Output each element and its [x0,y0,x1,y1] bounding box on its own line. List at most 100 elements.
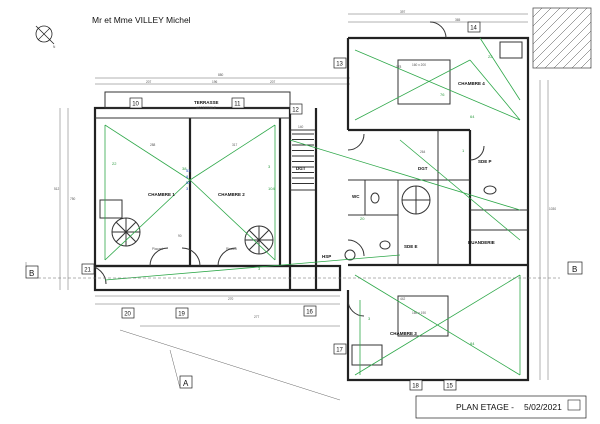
north-arrow-icon: N [35,25,56,49]
callout-17: 17 [333,343,347,355]
dim-1030: 1030 [549,207,556,211]
dim-90: 90 [178,234,182,238]
green-survey-lines [104,37,521,376]
svg-text:N: N [53,45,56,49]
room-chambre-1: CHAMBRE 1 [148,192,175,197]
green-label: 22 [112,161,117,166]
room-placard-2: Placard [226,247,237,251]
green-label: 3 [258,266,261,271]
green-label: 22 [488,54,493,59]
walls-right-block [344,36,530,382]
callout-number: 16 [306,310,313,316]
callout-13: 13 [333,57,347,69]
dim-196: 196 [212,80,218,84]
callout-number: 10 [132,102,139,108]
plan-date: 5/02/2021 [524,402,562,412]
callout-18: 18 [409,379,423,391]
blue-label: 8 [186,174,189,179]
room-placard-1: Placard [152,247,163,251]
spiral-stair-left [111,217,141,247]
callout-number: 18 [412,384,419,390]
section-b-left: B [29,269,34,278]
dim-880: 880 [218,73,224,77]
green-labels: 22 38 3 104 20 76 64 22 1 3 84 3 [112,54,493,346]
dim-207b: 207 [270,80,276,84]
callout-16: 16 [303,305,317,317]
dim-750: 750 [70,197,76,201]
blue-label: 52 [186,180,191,185]
room-terrasse: TERRASSE [194,100,219,105]
callout-20: 20 [121,307,135,319]
room-buanderie: BUANDERIE [468,240,495,245]
hatch-line [562,39,592,69]
dim-317: 317 [232,143,238,147]
callout-11: 11 [231,97,245,109]
green-label: 104 [268,186,275,191]
dim-178: 178 [396,65,402,69]
dim-397: 397 [400,10,406,14]
hatch-line [580,57,592,69]
callout-14: 14 [467,21,481,33]
room-hsp: HSP [322,254,331,259]
green-label: 38 [182,166,187,171]
hatch-line [535,12,592,69]
room-chambre-3: CHAMBRE 3 [390,331,417,336]
callout-12: 12 [289,103,303,115]
callout-21: 21 [81,263,95,275]
callout-number: 12 [292,108,299,114]
dim-442: 442 [400,297,406,301]
blue-label: 53 [186,168,191,173]
room-chambre-2: CHAMBRE 2 [218,192,245,197]
callout-number: 20 [124,312,131,318]
photo-callouts: 10 11 12 13 14 15 16 17 18 19 20 21 [81,21,481,391]
hatch-line [532,7,570,45]
bed-ch3: 160 x 190 [412,311,426,315]
callout-15: 15 [443,379,457,391]
dim-207: 207 [146,80,152,84]
callout-number: 19 [178,312,185,318]
callout-number: 14 [470,26,477,32]
callout-19: 19 [175,307,189,319]
green-label: 3 [368,316,371,321]
room-chambre-4: CHAMBRE 4 [458,81,485,86]
blue-label: 3 [186,186,189,191]
hatch-line [532,7,552,27]
room-dgt-2: DGT [296,166,306,171]
dim-365: 365 [455,18,461,22]
title-block: PLAN ETAGE - 5/02/2021 [415,395,587,419]
hatch-line [544,21,592,69]
callout-number: 21 [84,268,91,274]
room-labels: CHAMBRE 1 CHAMBRE 2 CHAMBRE 4 CHAMBRE 3 … [148,63,495,336]
hatch-line [532,7,588,63]
hatch-line [532,7,543,18]
section-a: A [183,379,189,388]
door-swings [87,21,485,317]
green-label: 20 [360,216,365,221]
dim-277: 277 [254,315,260,319]
spiral-stair-mid [244,225,274,255]
callout-number: 17 [336,348,343,354]
room-sde-e: SDE E [404,244,418,249]
room-terrasse-sub: ACCESSIBLE [196,106,216,110]
plan-title: PLAN ETAGE - [456,402,514,412]
dimension-lines: 880 207 196 207 397 365 288 317 1030 512… [54,10,556,380]
hatch-line [553,30,592,69]
neighbor-hatch [532,7,592,69]
hatch-line [589,66,592,69]
dim-288: 288 [150,143,156,147]
callout-number: 15 [446,384,453,390]
hatch-line [532,7,561,36]
section-markers: B B A [25,261,583,401]
callout-number: 13 [336,62,343,68]
green-label: 64 [470,114,475,119]
dim-270: 270 [228,297,234,301]
green-label: 76 [440,92,445,97]
dim-264: 264 [420,150,426,154]
room-sde-p: SDE P [478,159,492,164]
callout-number: 11 [234,102,241,108]
blue-labels: 53 8 52 3 [186,168,191,191]
hatch-line [571,48,592,69]
room-dgt: DGT [418,166,428,171]
green-label: 3 [268,164,271,169]
